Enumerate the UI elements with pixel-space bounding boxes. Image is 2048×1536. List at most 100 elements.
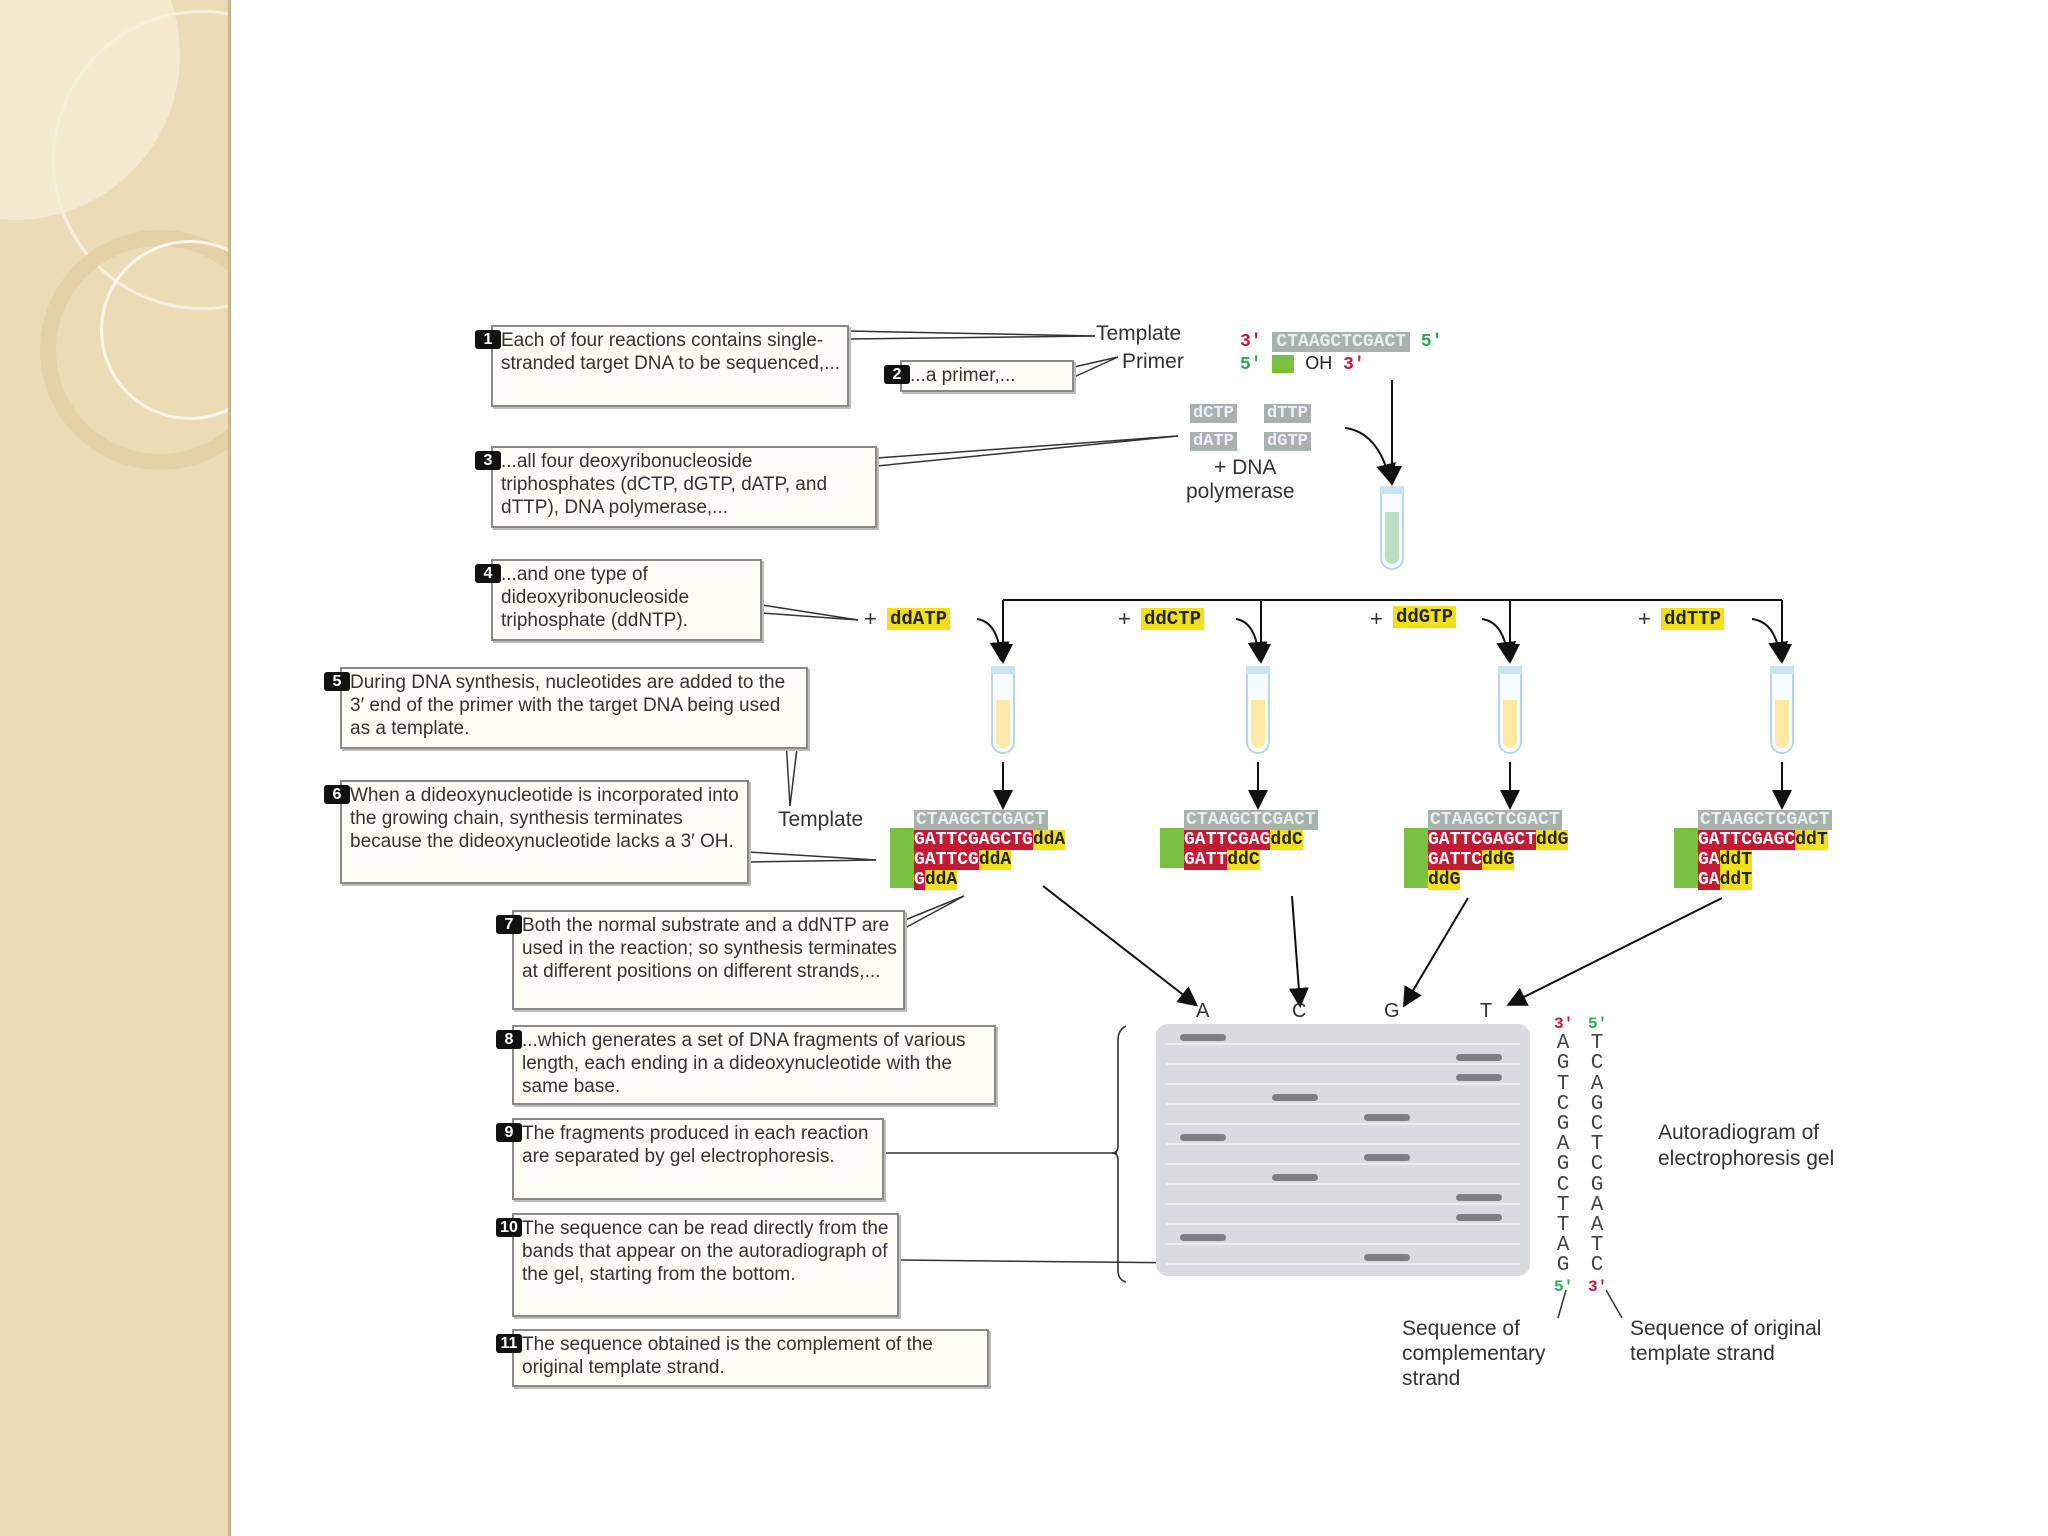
sequence-letter: T <box>1590 1133 1604 1157</box>
step-text: The sequence can be read directly from t… <box>522 1218 889 1285</box>
primer-block <box>1272 355 1295 374</box>
gel-band-a <box>1180 1234 1226 1241</box>
step-text: ...a primer,... <box>910 365 1016 386</box>
fragment: GAddT <box>1698 850 1753 870</box>
ddttp-label: ddTTP <box>1661 608 1725 630</box>
tube-cap <box>991 666 1015 674</box>
sequence-letter: G <box>1590 1173 1604 1197</box>
step-5-box: 5 During DNA synthesis, nucleotides are … <box>324 667 808 749</box>
sequence-letter: A <box>1556 1032 1570 1056</box>
template-label: Template <box>1096 322 1182 345</box>
three-prime-label: 3′ <box>1240 332 1262 352</box>
step-number: 7 <box>496 915 522 934</box>
template-strand: CTAAGCTCGACT <box>1698 810 1832 830</box>
step-number: 6 <box>324 785 350 804</box>
step-number: 10 <box>496 1218 522 1237</box>
plus-sign: + <box>1370 606 1383 631</box>
primer-bar <box>1160 828 1184 868</box>
lane-label-t: T <box>1480 1000 1493 1022</box>
ddatp-label: ddATP <box>887 608 951 630</box>
step-7-box: 7 Both the normal substrate and a ddNTP … <box>496 910 905 1010</box>
fragment: GATTddC <box>1184 850 1260 870</box>
step-6-box: 6 When a dideoxynucleotide is incorporat… <box>324 780 749 884</box>
step-9-box: 9 The fragments produced in each reactio… <box>496 1118 884 1200</box>
tube-liquid <box>1385 512 1399 564</box>
fragment: GATTCGAGddC <box>1184 830 1303 850</box>
gel-band-a <box>1180 1134 1226 1141</box>
ddgtp-label: ddGTP <box>1393 606 1457 628</box>
sequence-letter: G <box>1556 1153 1570 1177</box>
lane-label-c: C <box>1292 1000 1307 1022</box>
fragment: GddA <box>914 870 958 890</box>
gel-band-t <box>1456 1054 1502 1061</box>
primer-bar <box>890 828 914 888</box>
five-prime-label: 5′ <box>1420 332 1443 352</box>
sequence-letter: C <box>1556 1092 1570 1116</box>
dntp-chip: dCTP <box>1190 404 1237 423</box>
fragment: GATTCGddA <box>914 850 1012 870</box>
step-text: ...and one type of dideoxyribonucleoside… <box>501 564 690 631</box>
sidebar-edge <box>228 0 231 1536</box>
gel-band-a <box>1180 1034 1226 1041</box>
sequence-letter: G <box>1590 1092 1604 1116</box>
gel-band-t <box>1456 1214 1502 1221</box>
step-number: 2 <box>884 365 910 384</box>
step-3-box: 3 ...all four deoxyribonucleoside tripho… <box>475 446 877 528</box>
dntp-chip: dATP <box>1190 432 1237 451</box>
step-11-box: 11 The sequence obtained is the compleme… <box>496 1329 989 1387</box>
sequence-letter: C <box>1590 1113 1604 1137</box>
gel-band-t <box>1456 1194 1502 1201</box>
sequence-letter: T <box>1556 1193 1570 1217</box>
decorative-sidebar <box>0 0 228 1536</box>
five-prime-label: 5′ <box>1240 355 1262 375</box>
gel-band-g <box>1364 1114 1410 1121</box>
dntp-chip: dGTP <box>1264 432 1311 451</box>
step-2-box: 2 ...a primer,... <box>884 360 1074 392</box>
top-template-strand: 3′ CTAAGCTCGACT 5′ <box>1240 332 1442 352</box>
template-strand: CTAAGCTCGACT <box>1428 810 1562 830</box>
fragment: ddG <box>1428 870 1461 890</box>
three-prime-label: 3′ <box>1343 355 1365 375</box>
step-text: Each of four reactions contains single-s… <box>501 330 841 374</box>
step-number: 9 <box>496 1123 522 1142</box>
fragment: GATTCddG <box>1428 850 1515 870</box>
sequence-letter: T <box>1590 1032 1604 1056</box>
step-number: 11 <box>496 1334 522 1353</box>
gel-band-g <box>1364 1254 1410 1261</box>
tube-liquid <box>1251 700 1265 748</box>
gel-lines <box>1166 1043 1520 1265</box>
plus-sign: + <box>864 606 877 631</box>
sequence-letter: A <box>1556 1133 1570 1157</box>
tube-cap <box>1770 666 1794 674</box>
reaction-tube-c <box>1246 668 1270 754</box>
step-number: 4 <box>475 564 501 583</box>
ddctp-label: ddCTP <box>1141 608 1205 630</box>
gel-band-g <box>1364 1154 1410 1161</box>
primer-label: Primer <box>1122 350 1184 373</box>
gel-band-t <box>1456 1074 1502 1081</box>
sequence-letter: A <box>1590 1214 1604 1238</box>
step-10-box: 10 The sequence can be read directly fro… <box>496 1213 899 1317</box>
tube-cap <box>1380 486 1404 494</box>
step-text: ...all four deoxyribonucleoside triphosp… <box>501 451 828 518</box>
fragment: GAddT <box>1698 870 1753 890</box>
sequence-letter: 3′ <box>1588 1277 1608 1296</box>
step-text: The sequence obtained is the complement … <box>522 1334 933 1378</box>
step-number: 5 <box>324 672 350 691</box>
sequence-letter: A <box>1590 1193 1604 1217</box>
step-8-box: 8 ...which generates a set of DNA fragme… <box>496 1025 996 1105</box>
lane-label-a: A <box>1196 1000 1210 1022</box>
primer-bar <box>1674 828 1698 888</box>
dntp-chip: dTTP <box>1264 404 1311 423</box>
fragment: GATTCGAGCTddG <box>1428 830 1569 850</box>
sequence-letter: 5′ <box>1588 1015 1608 1033</box>
original-caption: Sequence of original template strand <box>1630 1317 1822 1365</box>
tube-liquid <box>1775 700 1789 748</box>
tube-cap <box>1498 666 1522 674</box>
fragment: GATTCGAGCddT <box>1698 830 1828 850</box>
template-sequence: CTAAGCTCGACT <box>1272 332 1411 352</box>
lane-label-g: G <box>1384 1000 1400 1022</box>
top-primer-strand: 5′ OH 3′ <box>1240 353 1365 375</box>
sequence-letter: G <box>1556 1113 1570 1137</box>
